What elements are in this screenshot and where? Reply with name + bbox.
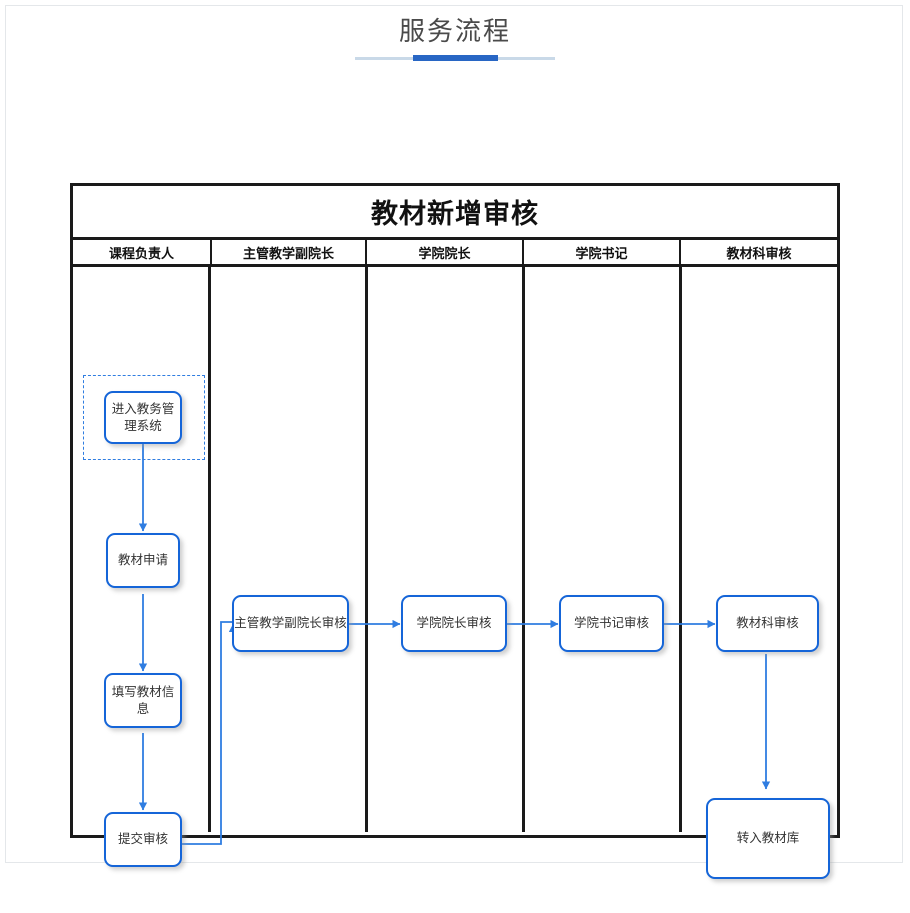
node-fill-textbook-info[interactable]: 填写教材信息 — [104, 673, 182, 728]
edge-submit-to-vice-dean-path — [175, 621, 233, 845]
title-underline-accent — [413, 55, 498, 61]
node-vice-dean-review-label: 主管教学副院长审核 — [234, 616, 347, 631]
node-dean-review-label: 学院院长审核 — [416, 616, 492, 631]
lane-divider-4 — [679, 267, 682, 832]
node-submit-review-label: 提交审核 — [117, 832, 168, 847]
lane-header-vice-dean: 主管教学副院长 — [210, 240, 365, 264]
node-textbook-office-review-label: 教材科审核 — [736, 616, 799, 631]
lane-header-textbook-office: 教材科审核 — [679, 240, 837, 264]
flowchart-table: 教材新增审核 课程负责人 主管教学副院长 学院院长 学院书记 教材科审核 — [70, 183, 840, 879]
lane-area: 进入教务管理系统 教材申请 填写教材信息 提交审核 主管教学副院长审核 学院院长… — [73, 267, 837, 879]
title-block: 服务流程 — [0, 14, 910, 48]
flowchart-title-row: 教材新增审核 — [73, 186, 837, 240]
node-textbook-office-review[interactable]: 教材科审核 — [716, 595, 819, 652]
lane-divider-2 — [365, 267, 368, 832]
lane-divider-1 — [208, 267, 211, 832]
page-title: 服务流程 — [398, 16, 511, 46]
node-transfer-to-library[interactable]: 转入教材库 — [706, 798, 830, 879]
node-enter-system[interactable]: 进入教务管理系统 — [104, 391, 182, 444]
node-submit-review[interactable]: 提交审核 — [104, 812, 182, 867]
lane-divider-3 — [522, 267, 525, 832]
node-fill-textbook-info-label: 填写教材信息 — [111, 685, 175, 716]
node-enter-system-label: 进入教务管理系统 — [111, 402, 175, 433]
node-vice-dean-review[interactable]: 主管教学副院长审核 — [232, 595, 349, 652]
node-secretary-review[interactable]: 学院书记审核 — [559, 595, 664, 652]
node-secretary-review-label: 学院书记审核 — [573, 616, 649, 631]
flowchart-title: 教材新增审核 — [371, 199, 539, 229]
node-transfer-to-library-label: 转入教材库 — [736, 831, 800, 846]
selection-marquee[interactable] — [83, 375, 205, 460]
node-textbook-application[interactable]: 教材申请 — [106, 533, 180, 588]
lane-header-secretary: 学院书记 — [522, 240, 679, 264]
lane-header-row: 课程负责人 主管教学副院长 学院院长 学院书记 教材科审核 — [73, 240, 837, 267]
node-dean-review[interactable]: 学院院长审核 — [401, 595, 507, 652]
lane-header-course-owner: 课程负责人 — [108, 245, 174, 261]
lane-header-dean: 学院院长 — [365, 240, 522, 264]
node-textbook-application-label: 教材申请 — [117, 553, 168, 568]
